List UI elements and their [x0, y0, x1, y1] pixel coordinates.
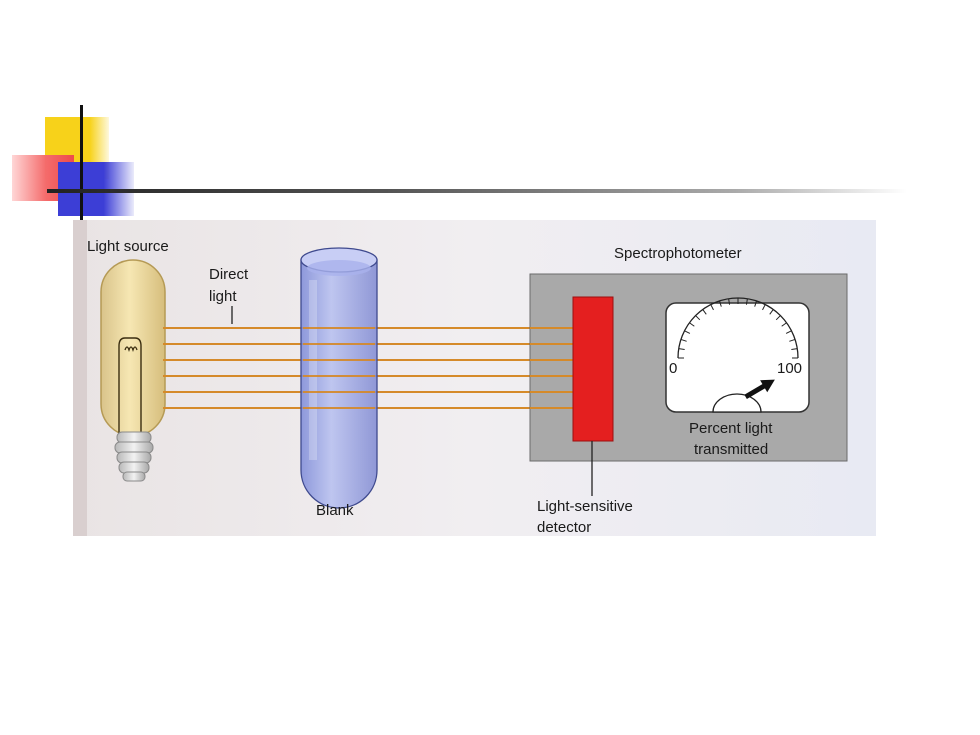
meter-tick	[785, 330, 792, 334]
label-detector-1: Light-sensitive	[537, 498, 633, 515]
meter-tick	[702, 309, 707, 315]
meter-tick	[762, 304, 766, 311]
meter-ticks	[678, 298, 798, 359]
meter-caption-2: transmitted	[694, 441, 768, 458]
figure-svg: Light source Direct light Blank Spectrop…	[73, 220, 876, 536]
meter-tick	[769, 309, 774, 315]
meter-tick	[781, 322, 787, 327]
meter-caption-1: Percent light	[689, 420, 773, 437]
meter-tick	[728, 298, 731, 305]
meter-tick	[710, 304, 714, 311]
label-detector-2: detector	[537, 519, 591, 536]
meter-tick	[745, 298, 748, 305]
label-light-source: Light source	[87, 238, 169, 255]
meter-tick	[689, 322, 695, 327]
meter-hub	[712, 393, 762, 413]
meter-tick	[684, 330, 691, 334]
meter-tick	[678, 348, 685, 351]
meter-tick	[789, 338, 796, 342]
meter-tick	[718, 300, 722, 307]
meter-tick	[680, 338, 687, 342]
meter-tick	[695, 315, 701, 321]
accent-vertical-line	[80, 105, 83, 220]
meter-tick	[791, 348, 798, 351]
page-edge-shadow	[73, 220, 87, 536]
blank-tube	[300, 247, 378, 509]
meter-needle	[744, 379, 775, 400]
title-rule	[47, 189, 907, 193]
light-sensitive-detector	[572, 296, 614, 442]
label-direct-light-1: Direct	[209, 266, 249, 283]
label-blank: Blank	[316, 502, 354, 519]
label-direct-light-2: light	[209, 288, 237, 305]
meter-tick	[754, 300, 758, 307]
meter-min-label: 0	[669, 360, 677, 377]
light-beams-through-tube	[303, 327, 375, 409]
light-bulb-icon	[100, 259, 166, 482]
meter-max-label: 100	[777, 360, 802, 377]
meter-tick	[775, 315, 781, 321]
meter-gauge	[665, 297, 810, 413]
label-spectrophotometer: Spectrophotometer	[614, 245, 742, 262]
spectrophotometer-figure: Light source Direct light Blank Spectrop…	[73, 220, 876, 536]
